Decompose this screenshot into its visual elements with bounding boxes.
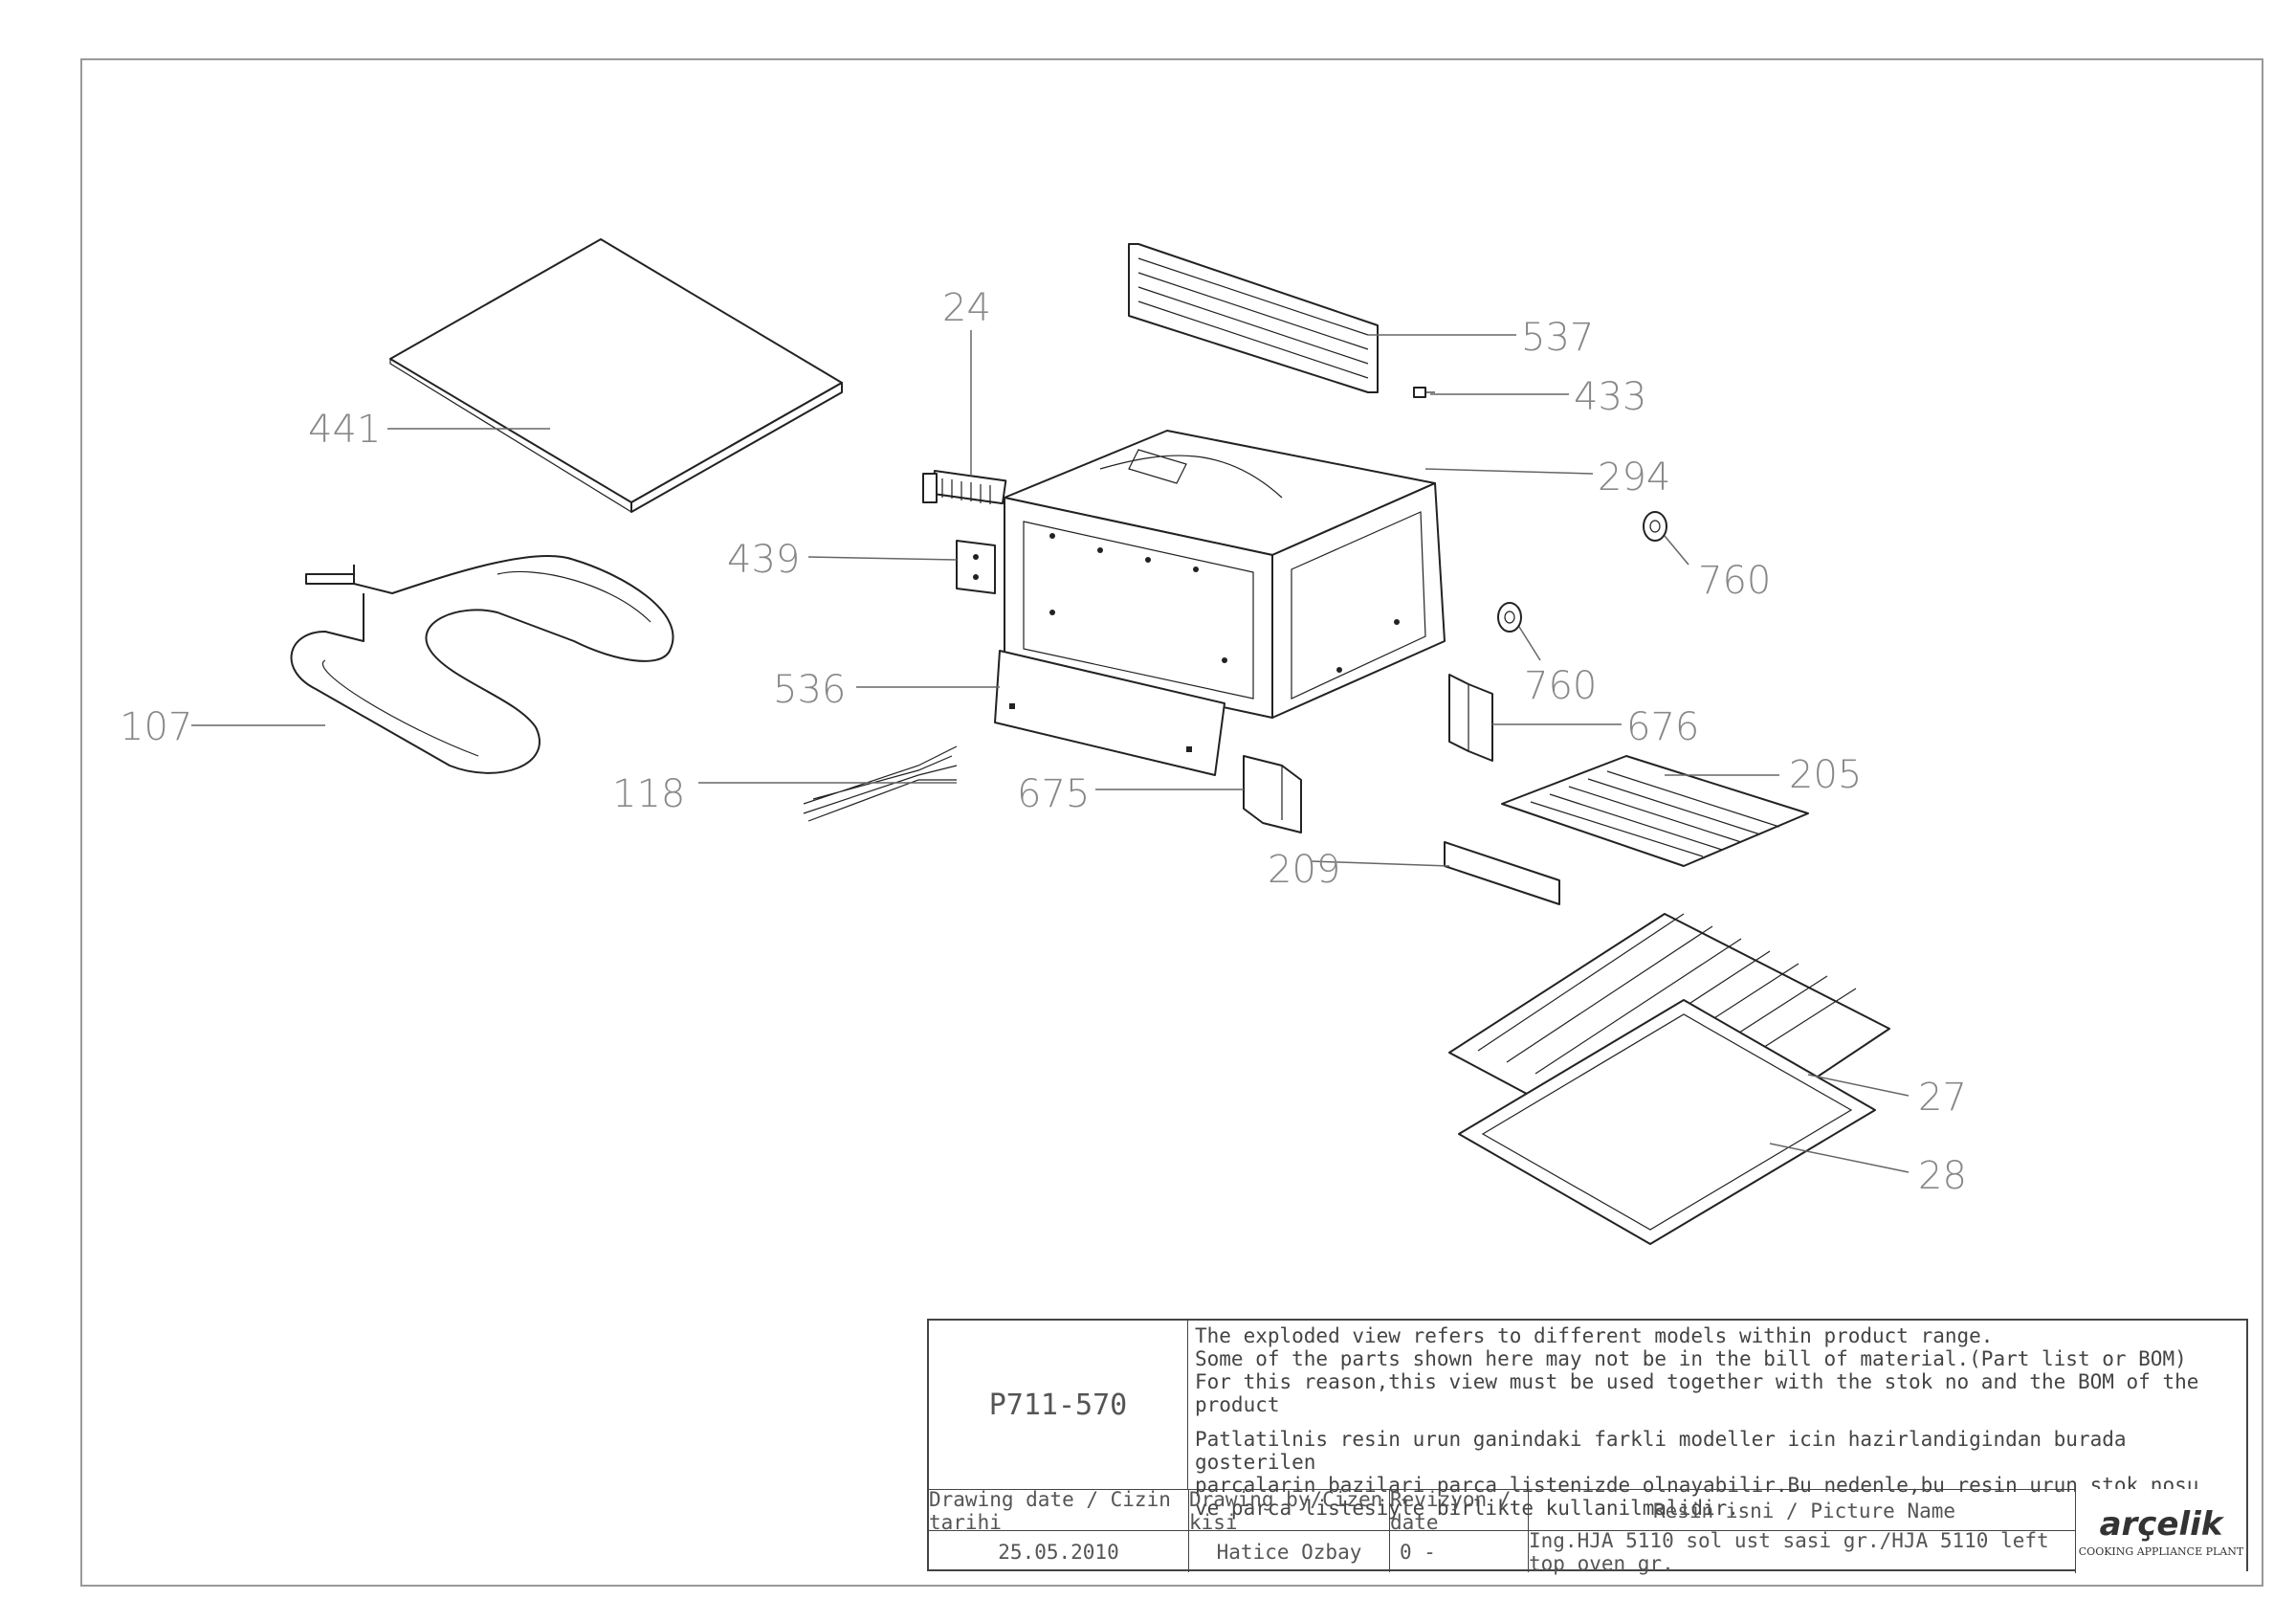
callout-536: 536: [773, 668, 846, 712]
title-block: P711-570 The exploded view refers to dif…: [927, 1319, 2248, 1575]
callout-118: 118: [612, 772, 685, 816]
drawing-border: [80, 58, 2263, 1587]
logo-subtitle: COOKING APPLIANCE PLANT: [2078, 1544, 2244, 1558]
note-en-line-2: Some of the parts shown here may not be …: [1195, 1347, 2187, 1370]
title-block-value-row: 25.05.2010 Hatice Ozbay 0 - Ing.HJA 5110…: [929, 1528, 2246, 1575]
part-209-runner: [1444, 841, 1560, 905]
part-118-wire-harness: [803, 745, 958, 822]
callout-760-upper: 760: [1698, 559, 1771, 603]
callout-537: 537: [1521, 316, 1594, 360]
company-logo: arçelik COOKING APPLIANCE PLANT: [2075, 1489, 2246, 1573]
drawing-code: P711-570: [929, 1321, 1188, 1489]
callout-441: 441: [308, 408, 381, 452]
part-205-telescopic-rack: [1501, 755, 1809, 867]
note-tr-line-1: Patlatilnis resin urun ganindaki farkli …: [1195, 1428, 2127, 1474]
callout-209: 209: [1268, 848, 1340, 892]
leader-lines: [191, 330, 1910, 1173]
part-24-fan-heater: [922, 469, 1007, 505]
drawing-notes: The exploded view refers to different mo…: [1189, 1321, 2246, 1520]
part-760-washer-lower: [1497, 602, 1522, 633]
value-drawing-date: 25.05.2010: [929, 1531, 1189, 1572]
note-tr-line-2: parcalarin bazilari parca listenizde oln…: [1195, 1474, 2199, 1497]
callout-24: 24: [942, 286, 991, 330]
oven-chassis: [1004, 430, 1446, 719]
part-439-bracket: [956, 540, 996, 594]
title-block-header-row: Drawing date / Cizin tarihi Drawing by/C…: [929, 1488, 2246, 1534]
callout-205: 205: [1789, 753, 1862, 797]
value-drawing-by: Hatice Ozbay: [1189, 1531, 1390, 1572]
logo-brand: arçelik: [2099, 1504, 2223, 1544]
part-675-side-bracket: [1243, 755, 1302, 833]
callout-27: 27: [1918, 1076, 1967, 1120]
callout-28: 28: [1918, 1154, 1967, 1198]
note-tr-line-3: ve parca listesiyle birlikte kullanilmal…: [1195, 1497, 1739, 1520]
header-drawing-by: Drawing by/Cizen kisi: [1189, 1488, 1390, 1534]
part-536-panel: [994, 650, 1225, 776]
part-676-side-bracket: [1448, 674, 1493, 762]
header-drawing-date: Drawing date / Cizin tarihi: [929, 1488, 1189, 1534]
part-760-washer-upper: [1643, 511, 1667, 542]
value-revision: 0 -: [1390, 1531, 1529, 1572]
callout-107: 107: [120, 705, 192, 749]
part-107-heating-element: [290, 554, 674, 774]
part-441-top-panel: [389, 238, 843, 513]
callout-294: 294: [1598, 455, 1670, 500]
value-picture-name: Ing.HJA 5110 sol ust sasi gr./HJA 5110 l…: [1529, 1528, 2049, 1575]
note-en-line-1: The exploded view refers to different mo…: [1195, 1324, 1994, 1347]
header-picture-name: Resin isni / Picture Name: [1652, 1499, 1956, 1522]
callout-760-lower: 760: [1524, 664, 1597, 708]
callout-676: 676: [1626, 705, 1699, 749]
note-en-line-3: For this reason,this view must be used t…: [1195, 1370, 2199, 1416]
part-433-screw: [1413, 387, 1435, 398]
callout-433: 433: [1574, 375, 1646, 419]
callout-439: 439: [727, 538, 800, 582]
callout-675: 675: [1017, 772, 1090, 816]
header-revision: Revizyon / date: [1390, 1488, 1529, 1534]
part-28-baking-tray: [1458, 999, 1876, 1245]
part-537-side-rack: [1128, 243, 1379, 393]
